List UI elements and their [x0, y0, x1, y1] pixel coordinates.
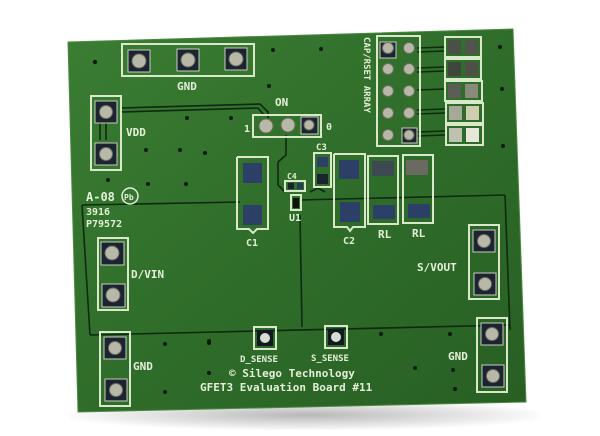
gnd-top-label: GND	[177, 80, 197, 93]
manufacturer-mark: A-08 Pb 3916 P79572	[86, 187, 139, 230]
cap-rset-array-label: CAP/RSET ARRAY	[361, 37, 371, 113]
c2-label: C2	[343, 236, 355, 247]
svg-text:3916: 3916	[86, 207, 110, 218]
vdd-header[interactable]	[90, 95, 122, 171]
gnd-bottom-right-header[interactable]	[476, 317, 508, 393]
board-outline	[67, 28, 527, 413]
u1-label: U1	[289, 213, 301, 224]
c3-label: C3	[316, 143, 327, 153]
d-vin-header[interactable]	[97, 237, 129, 311]
svg-text:A-08: A-08	[86, 190, 115, 204]
d-vin-label: D/VIN	[131, 268, 164, 281]
cap-rset-array-header[interactable]	[376, 35, 421, 147]
cap-rset-smd-pads	[444, 36, 484, 146]
gnd-bottom-left-label: GND	[133, 360, 153, 373]
vias	[92, 45, 505, 394]
c1-footprint	[236, 156, 269, 235]
pb-free-icon: Pb	[124, 193, 134, 202]
c4-footprint	[284, 180, 306, 192]
c2-footprint	[333, 153, 366, 233]
rl2-footprint	[402, 154, 434, 224]
rl1-label: RL	[378, 228, 392, 241]
rl2-label: RL	[412, 227, 426, 240]
d-sense-pad[interactable]	[253, 326, 277, 350]
c3-footprint	[313, 152, 332, 188]
rl1-footprint	[367, 155, 399, 225]
switch-0-label: 0	[326, 122, 332, 133]
gnd-top-header[interactable]	[121, 43, 255, 77]
board-title-line2: GFET3 Evaluation Board #11	[200, 381, 373, 394]
gnd-bottom-left-header[interactable]	[99, 331, 131, 407]
s-vout-header[interactable]	[468, 224, 500, 300]
switch-1-label: 1	[244, 124, 250, 135]
vdd-label: VDD	[126, 126, 146, 139]
d-sense-label: D_SENSE	[240, 355, 278, 365]
s-sense-label: S_SENSE	[311, 354, 349, 364]
u1-footprint	[290, 194, 302, 211]
on-switch-header[interactable]	[252, 114, 322, 138]
gnd-bottom-right-label: GND	[448, 350, 468, 363]
c4-label: C4	[287, 172, 297, 181]
svg-text:P79572: P79572	[86, 219, 122, 230]
s-sense-pad[interactable]	[324, 325, 348, 349]
c1-label: C1	[246, 238, 258, 249]
on-label: ON	[275, 96, 288, 109]
board-title-line1: © Silego Technology	[229, 367, 355, 380]
s-vout-label: S/VOUT	[417, 261, 457, 274]
